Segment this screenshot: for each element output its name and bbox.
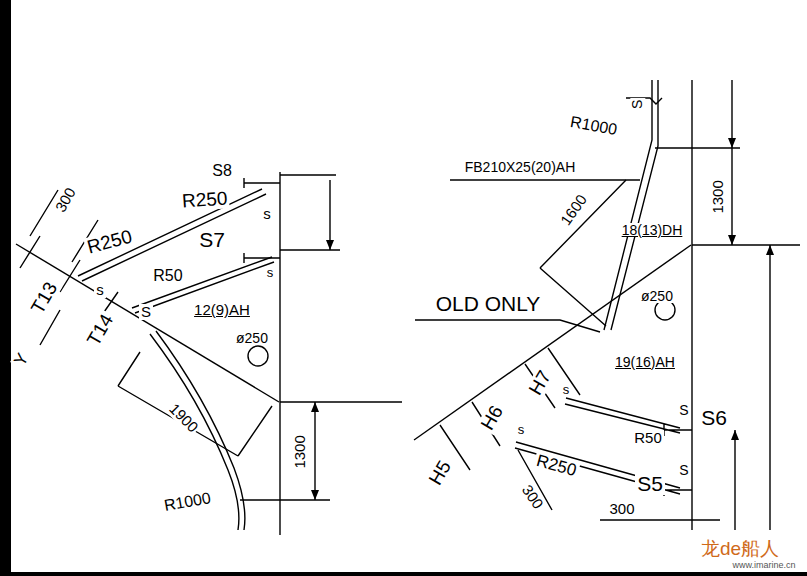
- dimension-line: [280, 175, 340, 250]
- stiffener-mark: S5: [635, 473, 665, 495]
- leader-line: [415, 320, 600, 332]
- plate-thickness: 18(13)DH: [620, 223, 685, 238]
- frame-mark: H7: [524, 366, 555, 400]
- dimension-line: [655, 80, 800, 245]
- hull-plate: [279, 172, 280, 535]
- weld-mark: s: [561, 383, 572, 397]
- weld-mark: S: [631, 97, 646, 110]
- plate-thickness: 19(16)AH: [613, 355, 677, 370]
- watermark: www.imarine.cn: [730, 561, 797, 570]
- frame-bar: [0, 0, 11, 576]
- weld-mark: S: [677, 463, 690, 478]
- note-label: OLD ONLY: [434, 293, 543, 315]
- stiffener-end: [244, 178, 280, 263]
- hole-label: ø250: [639, 289, 675, 304]
- right-arrows: [728, 138, 774, 440]
- dimension-label: 300: [52, 183, 80, 216]
- frame-bar: [0, 572, 807, 576]
- weld-mark: s: [265, 266, 276, 280]
- arrowhead: [311, 402, 319, 500]
- frame-mark: H5: [424, 456, 455, 490]
- dimension-line: [540, 180, 626, 326]
- dimension-label: 1900: [165, 399, 203, 437]
- frame-mark: H6: [476, 401, 507, 435]
- radius-label: R50: [151, 268, 184, 285]
- frame-mark: T13: [26, 277, 62, 319]
- weld-mark: s: [516, 423, 527, 437]
- frame-mark: T14: [82, 309, 118, 351]
- arrowhead: [728, 138, 736, 245]
- stiffener-mark: S7: [197, 229, 227, 251]
- hole-label: ø250: [234, 331, 270, 346]
- dimension-label: 1300: [710, 178, 726, 215]
- dimension-label: 300: [518, 481, 548, 514]
- bracket: [150, 331, 245, 530]
- stiffener-mark: S6: [699, 407, 729, 429]
- extension-line: [440, 348, 580, 510]
- deck-plate: [16, 244, 279, 402]
- weld-mark: s: [261, 206, 273, 222]
- weld-mark: S: [139, 304, 153, 320]
- dimension-label: 1300: [292, 433, 308, 470]
- plate-thickness: 12(9)AH: [192, 302, 252, 318]
- radius-label: R250: [532, 452, 580, 481]
- dimension-line: [118, 352, 272, 456]
- hole-symbol: [248, 346, 268, 366]
- radius-label: R1000: [161, 489, 214, 514]
- dimension-label: 300: [607, 501, 636, 517]
- stiffener: [565, 398, 692, 436]
- dimension-line: [240, 402, 402, 500]
- stiffener: [515, 442, 692, 496]
- stiffener-mark: S8: [210, 163, 234, 180]
- weld-mark: S: [677, 403, 690, 418]
- arrowhead: [326, 240, 334, 250]
- radius-label: R1000: [567, 113, 620, 138]
- radius-label: R250: [180, 188, 231, 211]
- dimension-line: [600, 245, 770, 530]
- watermark: 龙de船人: [699, 539, 781, 559]
- left-detail: [16, 172, 402, 535]
- arrowhead: [731, 245, 774, 440]
- leader-line: [450, 179, 640, 180]
- deck-plate: [414, 245, 691, 440]
- frame-mark: Y: [10, 349, 33, 371]
- right-detail: [414, 80, 800, 530]
- profile-label: FB210X25(20)AH: [463, 160, 578, 175]
- weld-mark: s: [94, 282, 106, 298]
- dimension-label: 1600: [557, 190, 591, 230]
- left-arrows: [311, 240, 334, 500]
- radius-label: R250: [84, 226, 137, 258]
- radius-label: R50: [632, 430, 664, 446]
